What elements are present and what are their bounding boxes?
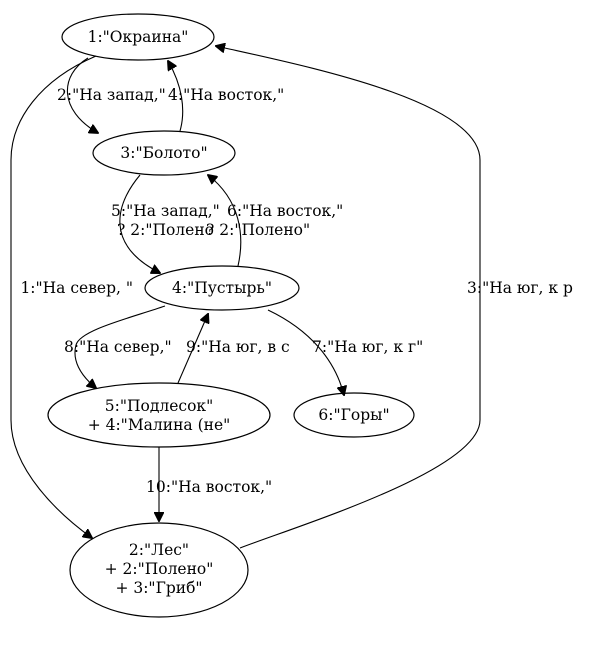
node-label: + 2:"Полено" bbox=[105, 560, 214, 578]
edge-label-1-2: 1:"На север, " bbox=[20, 279, 133, 297]
edge-3-to-1 bbox=[168, 61, 184, 132]
edge-label-4-5: 8:"На север," bbox=[64, 338, 172, 356]
edge-1-to-2 bbox=[10, 55, 97, 538]
edge-label-4-3-line2: ? 2:"Полено" bbox=[206, 221, 310, 239]
edge-label-4-6: 7:"На юг, к г" bbox=[312, 338, 423, 356]
edge-label-5-2: 10:"На восток," bbox=[146, 478, 272, 496]
edge-4-to-5 bbox=[74, 305, 166, 388]
node-label: 4:"Пустырь" bbox=[172, 279, 272, 297]
node-label: 2:"Лес" bbox=[129, 541, 189, 559]
node-okraina[interactable]: 1:"Окраина" bbox=[61, 13, 215, 61]
edge-3-to-4 bbox=[119, 174, 160, 273]
node-boloto[interactable]: 3:"Болото" bbox=[92, 130, 236, 176]
edge-label-1-3: 2:"На запад," bbox=[57, 86, 166, 104]
node-label: + 3:"Гриб" bbox=[115, 579, 202, 597]
edge-label-3-4: 5:"На запад," bbox=[111, 202, 220, 220]
edge-4-to-6 bbox=[267, 309, 344, 395]
edge-label-3-4-line2: ? 2:"Полено bbox=[117, 221, 214, 239]
edge-label-3-1: 4:"На восток," bbox=[168, 86, 284, 104]
node-gory[interactable]: 6:"Горы" bbox=[293, 392, 415, 438]
edge-label-2-1: 3:"На юг, к р bbox=[467, 279, 573, 297]
node-label: 6:"Горы" bbox=[318, 406, 389, 424]
node-les[interactable]: 2:"Лес" + 2:"Полено" + 3:"Гриб" bbox=[69, 522, 249, 618]
node-label: 5:"Подлесок" bbox=[105, 397, 213, 415]
node-pustyr[interactable]: 4:"Пустырь" bbox=[144, 265, 300, 311]
node-label: 3:"Болото" bbox=[120, 144, 207, 162]
edge-4-to-3 bbox=[208, 175, 242, 267]
edge-2-to-1 bbox=[216, 46, 481, 549]
edge-label-4-3: 6:"На восток," bbox=[227, 202, 343, 220]
edge-label-5-4: 9:"На юг, в с bbox=[186, 338, 290, 356]
node-label: 1:"Окраина" bbox=[88, 28, 189, 46]
edge-5-to-4 bbox=[177, 314, 208, 384]
node-podlesok[interactable]: 5:"Подлесок" + 4:"Малина (не" bbox=[47, 382, 271, 448]
node-label: + 4:"Малина (не" bbox=[88, 416, 231, 434]
